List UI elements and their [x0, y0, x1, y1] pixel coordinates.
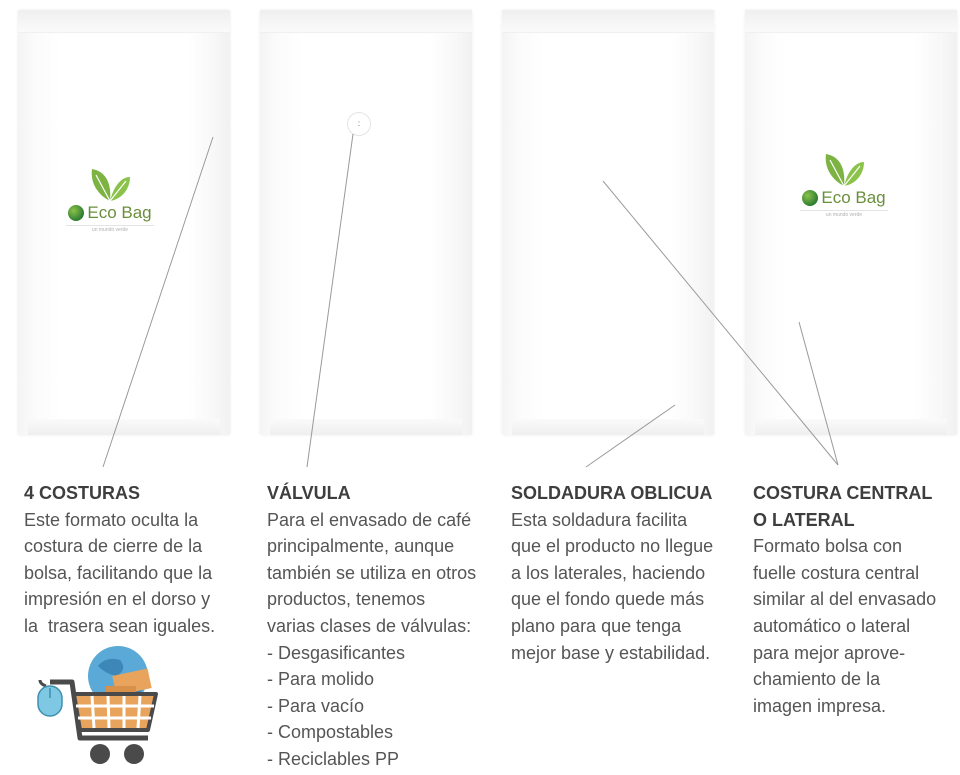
column-line: imagen impresa.	[753, 695, 887, 716]
column-line: Esta soldadura facilita	[511, 509, 688, 530]
column-valvula: VÁLVULA Para el envasado de café princip…	[267, 480, 476, 773]
column-line: bolsa, facilitando que la	[24, 562, 213, 583]
column-line: similar al del envasado	[753, 589, 937, 610]
column-line: Para el envasado de café	[267, 509, 472, 530]
pointer-line-costura-central-a	[602, 180, 839, 466]
column-line: chamiento de la	[753, 669, 881, 690]
column-line: Este formato oculta la	[24, 509, 199, 530]
valve-type-item: - Reciclables PP	[267, 748, 400, 769]
pointer-line-valvula	[306, 133, 354, 468]
column-line: también se utiliza en otros	[267, 562, 477, 583]
column-line: Formato bolsa con	[753, 536, 903, 557]
shopping-cart-icon[interactable]	[36, 646, 160, 768]
column-4-costuras: 4 COSTURAS Este formato oculta la costur…	[24, 480, 215, 640]
column-line: costura de cierre de la	[24, 536, 203, 557]
pointer-line-soldadura	[585, 404, 676, 468]
column-title: VÁLVULA	[267, 483, 351, 503]
column-title: 4 COSTURAS	[24, 483, 141, 503]
column-soldadura-oblicua: SOLDADURA OBLICUA Esta soldadura facilit…	[511, 480, 713, 666]
bag-valvula-image	[260, 10, 472, 435]
column-line: la trasera sean iguales.	[24, 615, 216, 636]
column-line: impresión en el dorso y	[24, 589, 211, 610]
column-line: mejor base y estabilidad.	[511, 642, 711, 663]
column-costura-central: COSTURA CENTRAL O LATERAL Formato bolsa …	[753, 480, 936, 719]
bag-costura-central-image	[745, 10, 957, 435]
column-line: que el producto no llegue	[511, 536, 714, 557]
brand-tagline: un mundo verde	[66, 225, 154, 233]
brand-name: Eco Bag	[87, 203, 152, 222]
computer-mouse-icon	[37, 679, 63, 717]
valve-mark: :	[347, 112, 371, 136]
brand-tagline: un mundo verde	[800, 210, 888, 218]
valve-type-item: - Para molido	[267, 669, 375, 690]
column-line: a los laterales, haciendo	[511, 562, 706, 583]
pointer-line-4-costuras	[102, 136, 214, 468]
brand-name: Eco Bag	[821, 188, 886, 207]
globe-icon	[68, 205, 85, 221]
valve-type-item: - Desgasificantes	[267, 642, 406, 663]
column-line: principalmente, aunque	[267, 536, 455, 557]
valve-type-item: - Compostables	[267, 722, 394, 743]
column-line: fuelle costura central	[753, 562, 920, 583]
column-title: O LATERAL	[753, 509, 855, 530]
valve-type-item: - Para vacío	[267, 695, 365, 716]
column-line: plano para que tenga	[511, 615, 682, 636]
column-line: para mejor aprove-	[753, 642, 906, 663]
eco-bag-logo: Eco Bag un mundo verde	[50, 165, 170, 233]
eco-bag-logo: Eco Bag un mundo verde	[784, 150, 904, 218]
column-line: productos, tenemos	[267, 589, 426, 610]
column-line: automático o lateral	[753, 615, 911, 636]
bag-soldadura-oblicua-image	[502, 10, 714, 435]
column-title: COSTURA CENTRAL	[753, 483, 933, 503]
leaf-icon	[825, 154, 864, 187]
column-line: que el fondo quede más	[511, 589, 705, 610]
leaf-icon	[91, 169, 130, 202]
column-line: varias clases de válvulas:	[267, 615, 472, 636]
globe-icon	[802, 190, 819, 206]
column-title: SOLDADURA OBLICUA	[511, 483, 713, 503]
bag-4-costuras-image	[18, 10, 230, 435]
pointer-line-costura-central-b	[798, 321, 839, 466]
